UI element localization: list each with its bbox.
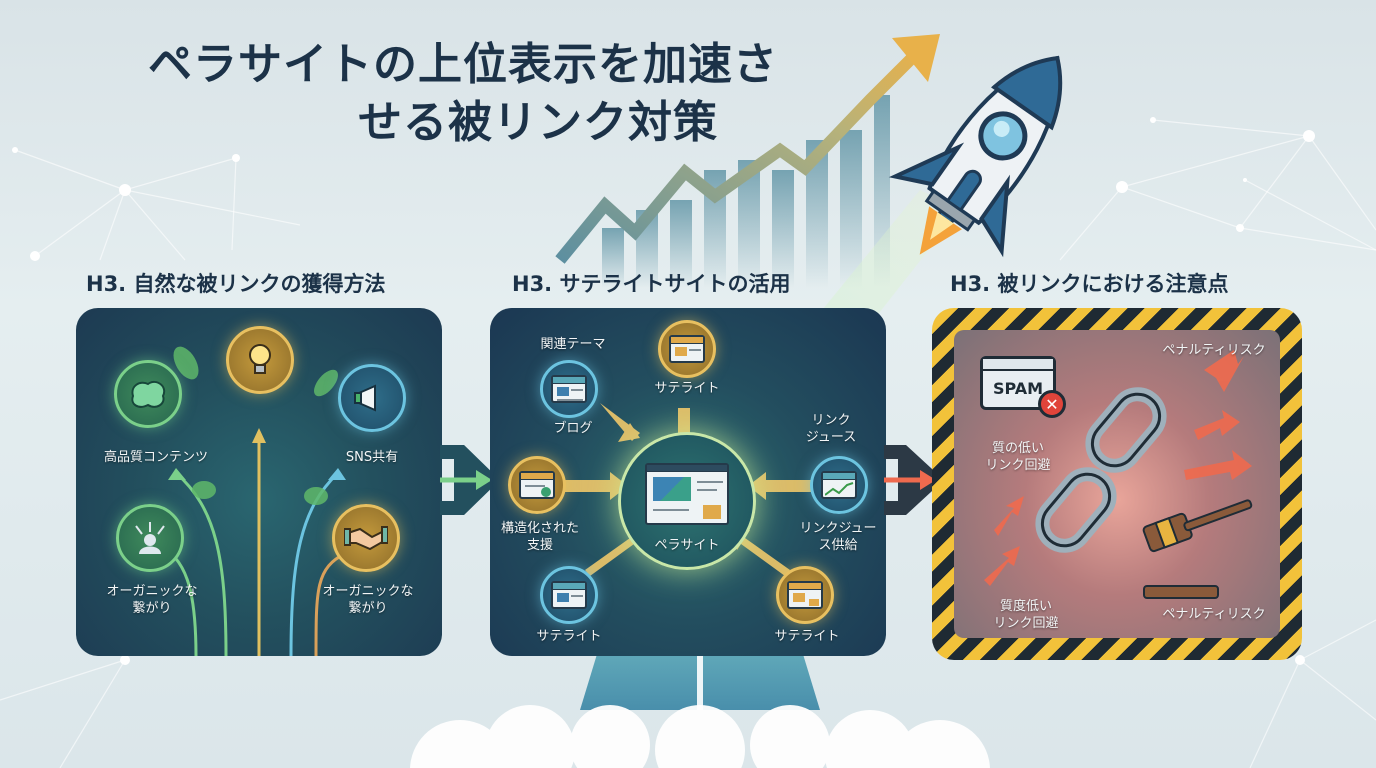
label-satellite-bottom-right: サテライト (774, 629, 840, 644)
user-network-icon (116, 504, 184, 572)
page-title-line-1: ペラサイトの上位表示を加速さ (148, 39, 778, 90)
label-organic-connections-left: オーガニックな 繋がり (106, 584, 198, 616)
label-link-juice-supply: リンクジュー ス供給 (799, 521, 877, 553)
broken-chain-icon (984, 350, 1253, 599)
label-satellite-bottom-left: サテライト (536, 629, 602, 644)
panel-cautions: SPAM ✕ 質の低い リンク回避 ペナルティリスク 質度低い リンク回避 ペナ… (954, 330, 1280, 638)
label-sns-sharing: SNS共有 (345, 450, 399, 465)
website-window-icon (645, 463, 729, 525)
label-avoid-low-quality-links: 質の低い リンク回避 (985, 441, 1051, 473)
label-structured-support: 構造化された 支援 (500, 521, 579, 553)
section-heading-natural-links: H3. 自然な被リンクの獲得方法 (86, 272, 386, 296)
label-blog: ブログ (553, 421, 593, 436)
spam-text: SPAM (992, 379, 1044, 398)
brain-icon (114, 360, 182, 428)
growth-chart-graphic (555, 34, 940, 288)
red-arrow-connector-icon (884, 445, 944, 515)
blog-window-icon (540, 360, 598, 418)
panel-natural-links: 高品質コンテンツ SNS共有 オーガニックな 繋がり オーガニックな 繋がり (76, 308, 442, 656)
megaphone-icon (338, 364, 406, 432)
page-title-line-2: せる被リンク対策 (358, 97, 718, 148)
satellite-window-icon-top (658, 320, 716, 378)
label-related-theme: 関連テーマ (540, 337, 606, 352)
label-avoid-low-quality-links-bottom: 質度低い リンク回避 (993, 599, 1059, 631)
cloud-graphic (410, 705, 990, 768)
label-penalty-risk-top: ペナルティリスク (1162, 343, 1266, 358)
support-window-icon (508, 456, 566, 514)
satellite-window-icon-bottom-right (776, 566, 834, 624)
label-link-juice: リンク ジュース (805, 413, 857, 445)
label-satellite-top: サテライト (654, 381, 720, 396)
panel-cautions-hazard-frame: SPAM ✕ 質の低い リンク回避 ペナルティリスク 質度低い リンク回避 ペナ… (932, 308, 1302, 660)
handshake-icon (332, 504, 400, 572)
label-high-quality-content: 高品質コンテンツ (103, 450, 208, 465)
section-heading-cautions: H3. 被リンクにおける注意点 (950, 272, 1229, 296)
label-penalty-risk-bottom: ペナルティリスク (1162, 607, 1266, 622)
lightbulb-icon (226, 326, 294, 394)
section-heading-satellite-sites: H3. サテライトサイトの活用 (512, 272, 791, 296)
gavel-icon (1142, 499, 1253, 553)
label-organic-connections-right: オーガニックな 繋がり (322, 584, 414, 616)
label-pera-site: ペラサイト (654, 538, 720, 553)
satellite-window-icon-bottom-left (540, 566, 598, 624)
rocket-icon (888, 55, 1063, 258)
chart-window-icon (810, 456, 868, 514)
panel-satellite-sites: ペラサイト 関連テーマ ブログ サテライト リンク ジュース 構造化された 支援… (490, 308, 886, 656)
green-arrow-connector-icon (440, 445, 500, 515)
pera-site-hub: ペラサイト (618, 432, 756, 570)
error-x-icon: ✕ (1038, 390, 1066, 418)
